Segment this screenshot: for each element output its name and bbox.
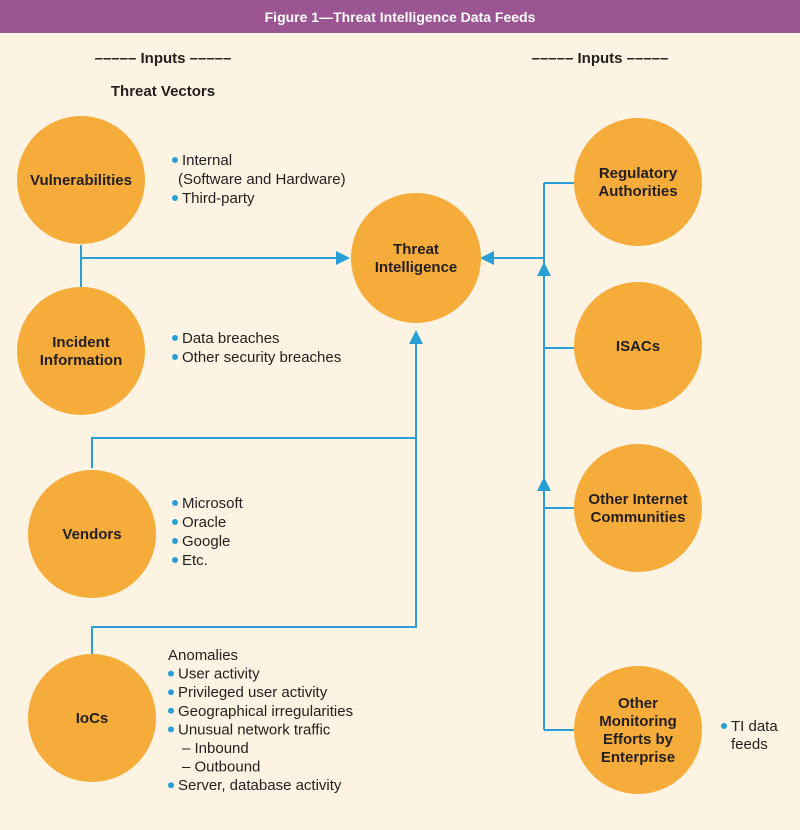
bullet-dot bbox=[172, 500, 178, 506]
list-item: Third-party bbox=[182, 190, 255, 207]
node-label-line: IoCs bbox=[76, 710, 109, 727]
bullet-dot bbox=[172, 557, 178, 563]
node-label-vulnerabilities: Vulnerabilities bbox=[30, 172, 132, 189]
node-regulatory-authorities bbox=[574, 118, 702, 246]
list-item: User activity bbox=[178, 666, 260, 683]
list-item: Privileged user activity bbox=[178, 684, 328, 701]
list-vulnerabilities: Internal (Software and Hardware) Third-par… bbox=[172, 152, 346, 207]
node-label-line: Other bbox=[618, 695, 658, 712]
node-label-isacs: ISACs bbox=[616, 338, 660, 355]
list-item: Geographical irregularities bbox=[178, 703, 353, 720]
bullet-dot bbox=[168, 670, 174, 677]
node-label-line: Efforts by bbox=[603, 731, 674, 748]
node-isacs bbox=[574, 282, 702, 410]
node-label-line: Communities bbox=[590, 509, 685, 526]
bullet-dot bbox=[168, 689, 174, 696]
list-item: – Inbound bbox=[182, 740, 249, 757]
bullet-dot bbox=[172, 519, 178, 525]
node-other-monitoring-efforts bbox=[574, 666, 702, 794]
node-iocs bbox=[28, 654, 156, 782]
node-vulnerabilities bbox=[17, 116, 145, 244]
figure-title-bar bbox=[0, 0, 800, 33]
list-item: Microsoft bbox=[182, 495, 244, 512]
bullet-dot bbox=[721, 723, 727, 729]
node-incident-information bbox=[17, 287, 145, 415]
connector-vendors bbox=[91, 344, 417, 468]
right-inputs-header: ––––– Inputs ––––– bbox=[532, 50, 669, 67]
list-item: (Software and Hardware) bbox=[178, 171, 346, 188]
node-label-line: Vulnerabilities bbox=[30, 172, 132, 189]
node-label-line: Enterprise bbox=[601, 749, 675, 766]
list-item: Internal bbox=[182, 152, 232, 169]
list-item: Etc. bbox=[182, 552, 208, 569]
arrowhead-right-trunk-lower bbox=[537, 477, 551, 491]
list-item: feeds bbox=[731, 736, 768, 753]
list-item: Server, database activity bbox=[178, 777, 342, 794]
node-label-line: Authorities bbox=[598, 183, 677, 200]
bullet-dot bbox=[168, 726, 174, 733]
node-label-line: Incident bbox=[52, 334, 110, 351]
bullet-lists: Internal (Software and Hardware) Third-par… bbox=[168, 152, 778, 794]
bullet-dot bbox=[168, 707, 174, 714]
bullet-dot bbox=[172, 538, 178, 544]
node-label-line: Intelligence bbox=[375, 259, 458, 276]
node-other-internet-communities bbox=[574, 444, 702, 572]
list-item: Unusual network traffic bbox=[178, 721, 331, 738]
arrowhead-left-into-threat-intelligence bbox=[336, 251, 350, 265]
arrowhead-right-into-threat-intelligence bbox=[480, 251, 494, 265]
list-item: Anomalies bbox=[168, 647, 238, 664]
node-label-line: Threat bbox=[393, 241, 439, 258]
bullet-dot bbox=[172, 195, 178, 201]
bullet-dot bbox=[172, 354, 178, 360]
node-vendors bbox=[28, 470, 156, 598]
node-label-vendors: Vendors bbox=[62, 526, 121, 543]
arrowhead-up-into-threat-intelligence bbox=[409, 330, 423, 344]
node-label-line: Monitoring bbox=[599, 713, 676, 730]
list-item: – Outbound bbox=[182, 759, 260, 776]
list-item: TI data bbox=[731, 718, 778, 735]
node-label-line: ISACs bbox=[616, 338, 660, 355]
figure-title: Figure 1—Threat Intelligence Data Feeds bbox=[265, 9, 536, 25]
node-label-iocs: IoCs bbox=[76, 710, 109, 727]
left-inputs-header: ––––– Inputs ––––– bbox=[95, 50, 232, 67]
bullet-dot bbox=[168, 782, 174, 789]
bullet-dot bbox=[172, 157, 178, 163]
node-label-line: Other Internet bbox=[588, 491, 687, 508]
connector-iocs bbox=[91, 438, 417, 655]
list-item: Other security breaches bbox=[182, 349, 341, 366]
node-label-line: Regulatory bbox=[599, 165, 678, 182]
arrowhead-right-trunk-upper bbox=[537, 262, 551, 276]
node-label-line: Vendors bbox=[62, 526, 121, 543]
arrowheads bbox=[336, 251, 551, 491]
node-threat-intelligence bbox=[351, 193, 481, 323]
nodes bbox=[17, 116, 702, 794]
connectors bbox=[80, 182, 574, 731]
node-label-line: Information bbox=[40, 352, 123, 369]
list-item: Data breaches bbox=[182, 330, 280, 347]
threat-vectors-header: Threat Vectors bbox=[111, 83, 215, 100]
bullet-dot bbox=[172, 335, 178, 341]
list-item: Oracle bbox=[182, 514, 226, 531]
list-item: Google bbox=[182, 533, 230, 550]
